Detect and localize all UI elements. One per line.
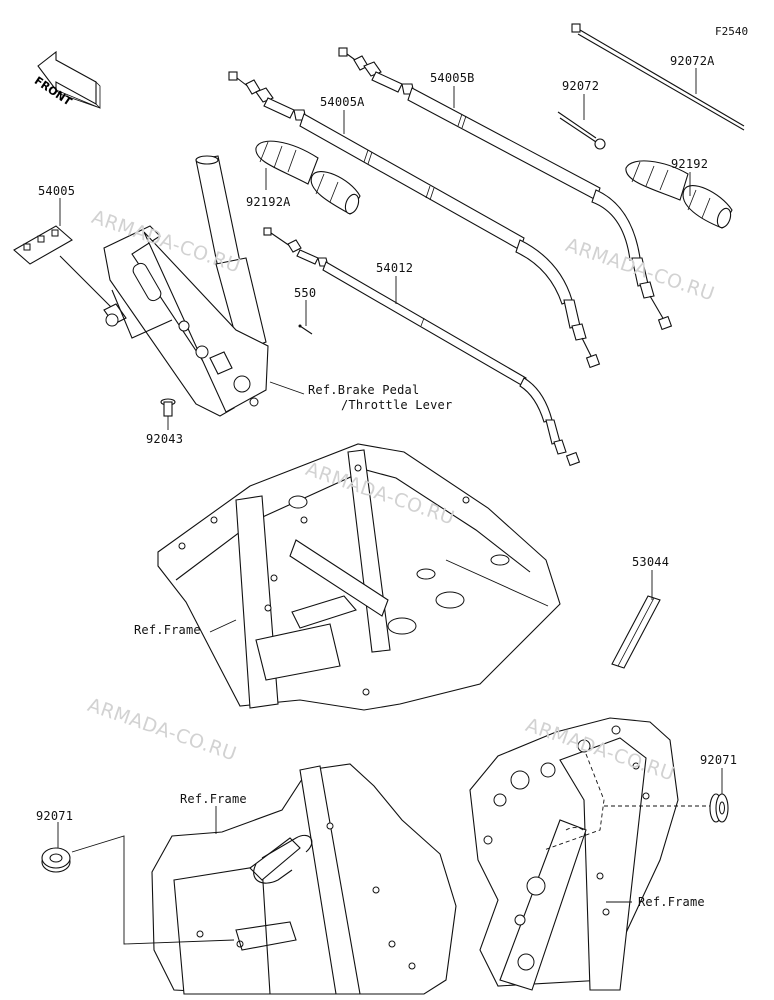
part-label-92072a[interactable]: 92072A [670,54,715,68]
grip-92192a-drawing [255,140,361,215]
part-label-53044[interactable]: 53044 [632,555,670,569]
part-label-550[interactable]: 550 [294,286,317,300]
cable-54005b-drawing [338,47,673,331]
lower-left-frame-drawing [151,763,457,995]
part-label-54012[interactable]: 54012 [376,261,414,275]
ref-brake-pedal-line2: /Throttle Lever [341,398,453,412]
pin-550-drawing [298,324,313,335]
cable-54005-drawing [13,225,127,327]
strip-53044-drawing [611,595,661,669]
part-label-92071-right[interactable]: 92071 [700,753,738,767]
part-label-92071-left[interactable]: 92071 [36,809,74,823]
main-frame-drawing [157,443,561,711]
cable-54005a-drawing [228,71,601,369]
part-label-54005[interactable]: 54005 [38,184,76,198]
ref-brake-pedal-line1: Ref.Brake Pedal [308,383,420,397]
grommet-92071-left-drawing [41,835,235,945]
part-label-92072[interactable]: 92072 [562,79,600,93]
clamp-92072-drawing [557,111,606,150]
tie-92072a-drawing [571,23,745,131]
pedal-lever-drawing [103,155,269,417]
part-label-92043[interactable]: 92043 [146,432,184,446]
ref-brake-pedal-label[interactable]: Ref.Brake Pedal /Throttle Lever [308,383,452,413]
leader-lines [57,68,723,903]
ref-frame-label-lower-left[interactable]: Ref.Frame [180,792,247,806]
front-arrow-icon [37,50,101,109]
lower-right-frame-drawing [469,717,716,991]
cable-54012-drawing [263,227,581,467]
grommet-92071-right-drawing [709,793,729,823]
ref-frame-label-lower-right[interactable]: Ref.Frame [638,895,705,909]
part-label-54005a[interactable]: 54005A [320,95,365,109]
part-label-54005b[interactable]: 54005B [430,71,475,85]
part-label-92192[interactable]: 92192 [671,157,709,171]
grip-92192-drawing [625,160,733,229]
part-label-92192a[interactable]: 92192A [246,195,291,209]
bolt-92043-drawing [160,398,176,417]
diagram-code: F2540 [715,25,749,38]
ref-frame-label-main[interactable]: Ref.Frame [134,623,201,637]
